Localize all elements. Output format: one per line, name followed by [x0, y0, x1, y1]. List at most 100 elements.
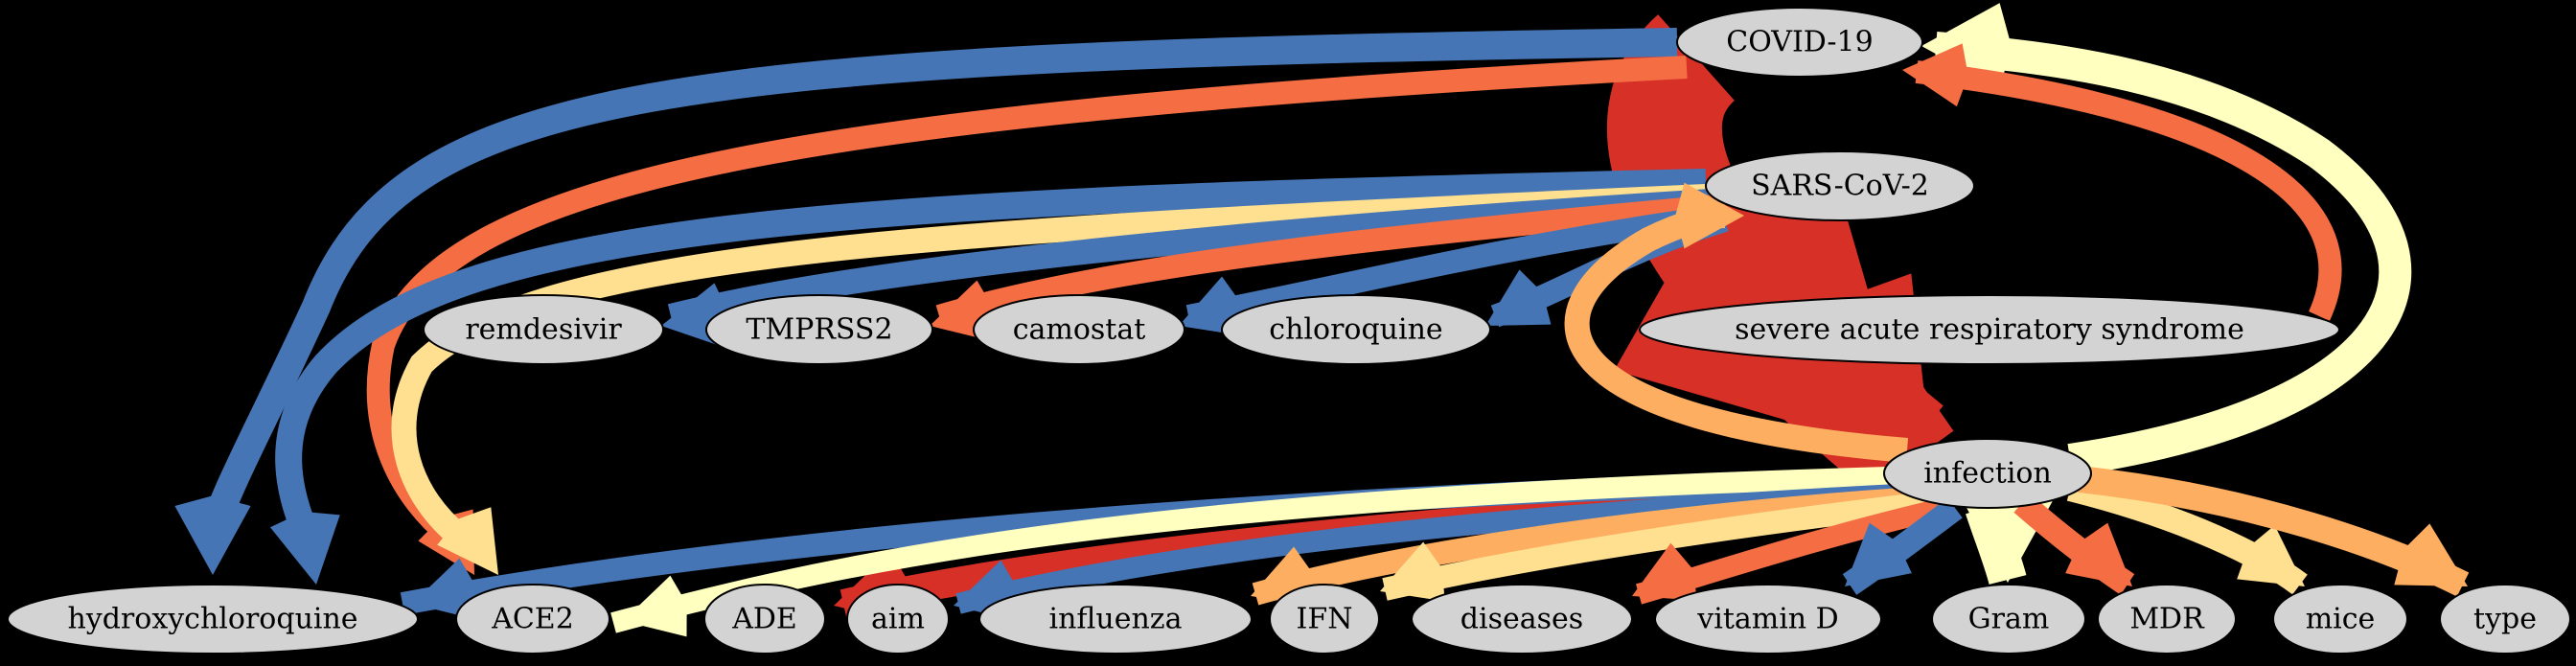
edge-arrowhead [2237, 525, 2305, 586]
edge-arrowhead [1902, 43, 1968, 107]
edge-arrowhead [412, 558, 476, 620]
node-aim: aim [846, 584, 950, 655]
edge-arrowhead [1632, 542, 1698, 601]
node-label: SARS-CoV-2 [1751, 170, 1929, 203]
edge-line [198, 28, 1678, 540]
edge-layer [174, 3, 2470, 637]
node-sars: severe acute respiratory syndrome [1639, 294, 2340, 365]
edge-sars-to-covid19 [1902, 43, 2342, 322]
edge-arrowhead [1921, 3, 2012, 89]
node-type: type [2439, 584, 2571, 655]
edge-infection-to-diseases [1632, 497, 1948, 605]
node-ellipse [978, 584, 1253, 655]
node-label: mice [2306, 603, 2376, 636]
node-ifn: IFN [1269, 584, 1380, 655]
node-ellipse [1676, 7, 1923, 78]
edge-arrowhead [1380, 541, 1445, 602]
node-label: type [2473, 603, 2537, 636]
node-label: Gram [1968, 603, 2050, 636]
node-ellipse [703, 584, 826, 655]
edge-line [935, 195, 1717, 328]
node-ellipse [1639, 294, 2340, 365]
node-ellipse [2439, 584, 2571, 655]
edge-line [1252, 487, 1918, 606]
edge-arrowhead [437, 507, 498, 575]
node-ellipse [973, 294, 1185, 365]
edge-line [1934, 32, 2412, 476]
node-diseases: diseases [1411, 584, 1633, 655]
edge-arrowhead [2065, 522, 2132, 586]
node-label: COVID-19 [1726, 26, 1873, 59]
node-label: hydroxychloroquine [67, 603, 357, 636]
node-ellipse [7, 584, 419, 655]
node-ellipse [1705, 150, 1975, 221]
node-label: ADE [731, 603, 797, 636]
node-label: vitamin D [1696, 603, 1838, 636]
edge-sarscov2-to-ace2 [391, 184, 1707, 575]
edge-covid19-to-hcq [174, 28, 1678, 575]
node-label: camostat [1013, 313, 1146, 347]
node-ellipse [1269, 584, 1380, 655]
node-label: aim [871, 603, 925, 636]
node-label: chloroquine [1269, 313, 1442, 347]
edge-sarscov2-to-hcq [269, 169, 1707, 585]
node-covid19: COVID-19 [1676, 7, 1923, 78]
node-label: diseases [1460, 603, 1583, 636]
node-ellipse [2097, 584, 2237, 655]
edge-infection-to-mice [2066, 476, 2308, 595]
edge-line [1915, 60, 2342, 322]
edge-infection-to-covid19 [1921, 3, 2412, 476]
node-ellipse [1931, 584, 2086, 655]
node-label: TMPRSS2 [746, 313, 892, 347]
node-mice: mice [2272, 584, 2408, 655]
node-ellipse [423, 294, 664, 365]
node-ellipse [705, 294, 933, 365]
node-label: remdesivir [465, 313, 622, 347]
edge-arrowhead [1845, 522, 1912, 586]
node-ade: ADE [703, 584, 826, 655]
node-label: infection [1923, 457, 2052, 491]
node-chloroquine: chloroquine [1221, 294, 1491, 365]
node-tmprss2: TMPRSS2 [705, 294, 933, 365]
edge-infection-to-vitamind [1842, 497, 1963, 595]
node-camostat: camostat [973, 294, 1185, 365]
node-ellipse [1221, 294, 1491, 365]
node-sarscov2: SARS-CoV-2 [1705, 150, 1975, 221]
node-mdr: MDR [2097, 584, 2237, 655]
edge-infection-to-sarscov2 [1564, 182, 1909, 463]
node-ellipse [2272, 584, 2408, 655]
edge-line [1382, 492, 1928, 601]
edge-infection-to-mdr [2013, 494, 2135, 595]
node-label: ACE2 [491, 603, 574, 636]
edge-infection-to-ifn [1380, 492, 1928, 602]
edge-arrowhead [1485, 269, 1552, 326]
node-influenza: influenza [978, 584, 1253, 655]
node-ace2: ACE2 [455, 584, 610, 655]
node-label: influenza [1048, 603, 1182, 636]
node-ellipse [1883, 438, 2092, 509]
node-label: MDR [2129, 603, 2205, 636]
edge-arrowhead [2394, 523, 2468, 586]
edge-infection-to-type [2078, 466, 2470, 597]
node-ellipse [1654, 584, 1882, 655]
edge-line [391, 184, 1707, 547]
node-label: IFN [1297, 603, 1353, 636]
edge-arrowhead [623, 575, 687, 637]
node-ellipse [846, 584, 950, 655]
edge-arrowhead [174, 495, 251, 575]
edge-arrowhead [269, 511, 340, 585]
node-vitamind: vitamin D [1654, 584, 1882, 655]
edge-line [1185, 204, 1722, 328]
node-label: severe acute respiratory syndrome [1735, 313, 2244, 347]
node-gram: Gram [1931, 584, 2086, 655]
node-ellipse [455, 584, 610, 655]
edge-line [275, 169, 1707, 563]
node-ellipse [1411, 584, 1633, 655]
node-infection: infection [1883, 438, 2092, 509]
edge-arrowhead [1675, 182, 1744, 249]
node-remdesivir: remdesivir [423, 294, 664, 365]
edge-line [366, 56, 1688, 546]
node-hcq: hydroxychloroquine [7, 584, 419, 655]
